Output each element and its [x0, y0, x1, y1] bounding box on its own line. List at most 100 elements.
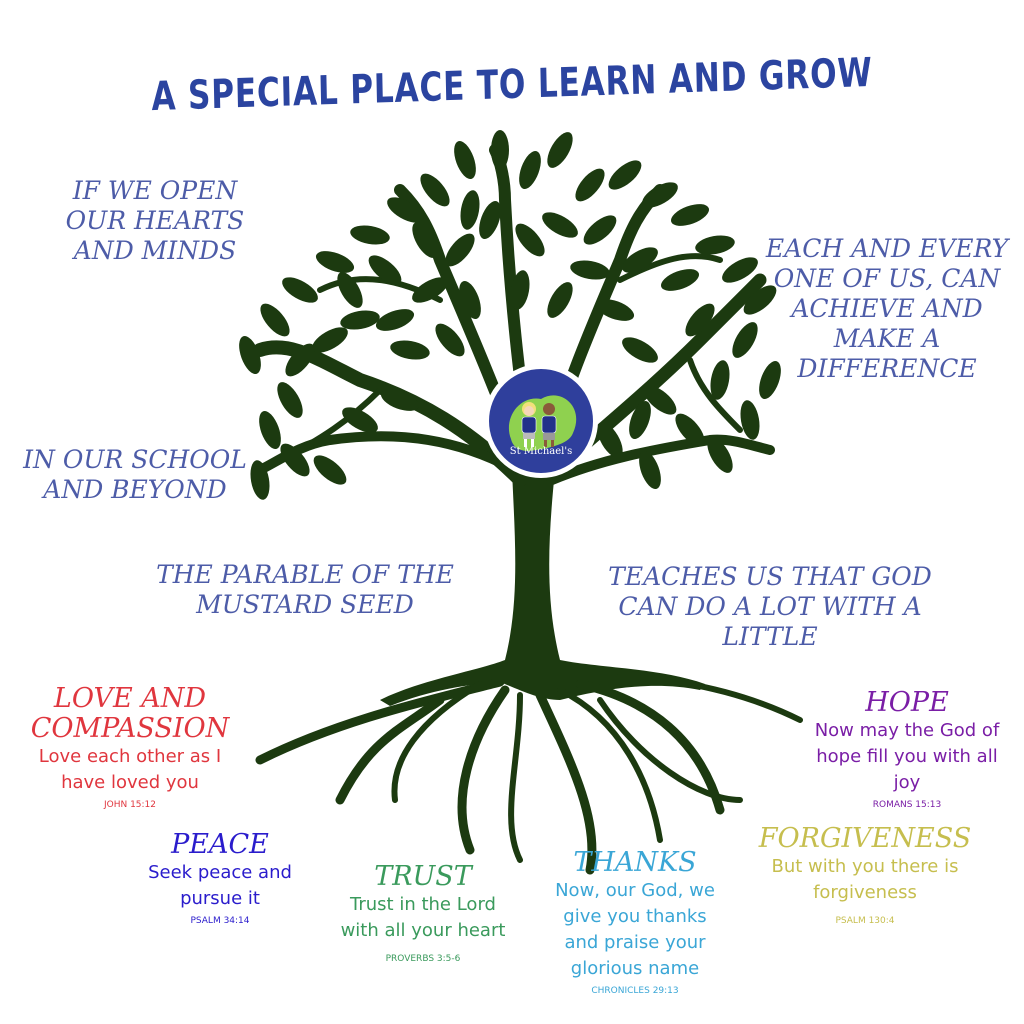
- motto-line: CAN DO A LOT WITH A: [618, 592, 922, 621]
- tree-root: [535, 690, 597, 875]
- tree-root: [557, 687, 663, 843]
- leaf: [259, 410, 281, 450]
- value-love: LOVE AND COMPASSION Love each other as I…: [10, 683, 250, 811]
- tree-root: [617, 673, 803, 723]
- tree-root: [508, 692, 523, 863]
- value-heading: PEACE: [171, 829, 269, 860]
- verse-line: pursue it: [180, 888, 260, 909]
- tree-root: [391, 681, 483, 803]
- motto-line: EACH AND EVERY: [765, 234, 1009, 263]
- value-forgiveness: FORGIVENESS But with you there is forgiv…: [745, 823, 985, 927]
- value-hope: HOPE Now may the God of hope fill you wi…: [792, 687, 1022, 811]
- leaf: [685, 303, 715, 337]
- leaf: [547, 132, 573, 168]
- motto-line: ONE OF US, CAN: [773, 264, 1001, 293]
- verse-reference: PSALM 34:14: [190, 916, 250, 926]
- leaf: [542, 212, 578, 238]
- leaf: [380, 389, 420, 411]
- motto-school: IN OUR SCHOOL AND BEYOND: [20, 445, 250, 505]
- verse-line: joy: [893, 772, 921, 793]
- value-heading: FORGIVENESS: [758, 823, 972, 854]
- tree-root: [335, 695, 445, 805]
- leaf: [622, 337, 658, 363]
- verse-line: Now may the God of: [814, 720, 1000, 741]
- verse-line: Seek peace and: [148, 862, 292, 883]
- leaf: [695, 235, 735, 255]
- value-heading: LOVE AND: [53, 683, 207, 714]
- verse-line: give you thanks: [563, 906, 707, 927]
- leaf: [479, 200, 501, 240]
- tree-trunk: [380, 470, 705, 706]
- leaf: [722, 257, 758, 283]
- school-logo: St Michael's: [484, 364, 598, 478]
- leaf: [277, 382, 303, 418]
- leaf: [350, 225, 390, 245]
- motto-line: DIFFERENCE: [797, 354, 977, 383]
- verse-reference: CHRONICLES 29:13: [591, 986, 679, 996]
- leaf: [412, 277, 448, 303]
- motto-line: AND MINDS: [73, 236, 237, 265]
- tree-root: [457, 685, 510, 855]
- verse-line: glorious name: [570, 958, 700, 979]
- leaf: [570, 260, 610, 280]
- verse-line: Now, our God, we: [555, 880, 715, 901]
- motto-line: THE PARABLE OF THE: [156, 560, 454, 589]
- tree-branch: [687, 357, 743, 433]
- tree-branch: [617, 253, 723, 283]
- leaf: [435, 323, 465, 357]
- value-heading: HOPE: [865, 687, 949, 718]
- motto-line: OUR HEARTS: [65, 206, 245, 235]
- leaf: [710, 360, 730, 400]
- leaf: [670, 204, 710, 226]
- leaf: [583, 215, 617, 245]
- leaf: [459, 280, 481, 320]
- leaf: [491, 130, 509, 170]
- value-peace: PEACE Seek peace and pursue it PSALM 34:…: [130, 829, 310, 927]
- motto-parable: THE PARABLE OF THE MUSTARD SEED: [140, 560, 470, 620]
- leaf: [675, 413, 705, 447]
- tree-branch: [253, 340, 527, 487]
- motto-line: IF WE OPEN: [72, 176, 238, 205]
- verse-line: and praise your: [564, 932, 706, 953]
- motto-teaches: TEACHES US THAT GOD CAN DO A LOT WITH A …: [600, 562, 940, 652]
- verse-line: forgiveness: [813, 882, 917, 903]
- leaf: [342, 407, 378, 433]
- leaf: [660, 269, 700, 291]
- leaf: [707, 437, 733, 473]
- leaf: [595, 299, 635, 321]
- verse-reference: PROVERBS 3:5-6: [385, 954, 461, 964]
- leaf: [313, 455, 347, 485]
- motto-line: AND BEYOND: [43, 475, 227, 504]
- verse-line: with all your heart: [340, 920, 506, 941]
- leaf: [445, 233, 475, 267]
- leaf: [575, 168, 605, 202]
- motto-line: MAKE A: [833, 324, 941, 353]
- leaf: [597, 422, 623, 458]
- leaf: [337, 272, 363, 308]
- motto-line: TEACHES US THAT GOD: [608, 562, 932, 591]
- motto-open-hearts: IF WE OPEN OUR HEARTS AND MINDS: [30, 176, 280, 266]
- leaf: [282, 277, 318, 303]
- leaf: [622, 247, 658, 273]
- motto-line: LITTLE: [722, 622, 818, 651]
- verse-line: Trust in the Lord: [350, 894, 496, 915]
- motto-line: ACHIEVE AND: [791, 294, 983, 323]
- leaf: [340, 310, 380, 330]
- value-heading: THANKS: [573, 847, 697, 878]
- school-name: St Michael's: [509, 446, 573, 457]
- leaf: [312, 327, 348, 353]
- value-trust: TRUST Trust in the Lord with all your he…: [318, 862, 528, 965]
- leaf: [390, 340, 430, 360]
- leaf: [250, 460, 270, 500]
- leaf: [368, 255, 402, 285]
- leaf: [239, 335, 261, 375]
- verse-reference: ROMANS 15:13: [872, 800, 942, 810]
- tree-branch: [547, 434, 775, 485]
- leaf: [260, 303, 290, 337]
- verse-reference: JOHN 15:12: [103, 800, 157, 810]
- tree-root: [597, 697, 743, 803]
- leaf: [280, 443, 310, 477]
- leaf: [420, 173, 450, 207]
